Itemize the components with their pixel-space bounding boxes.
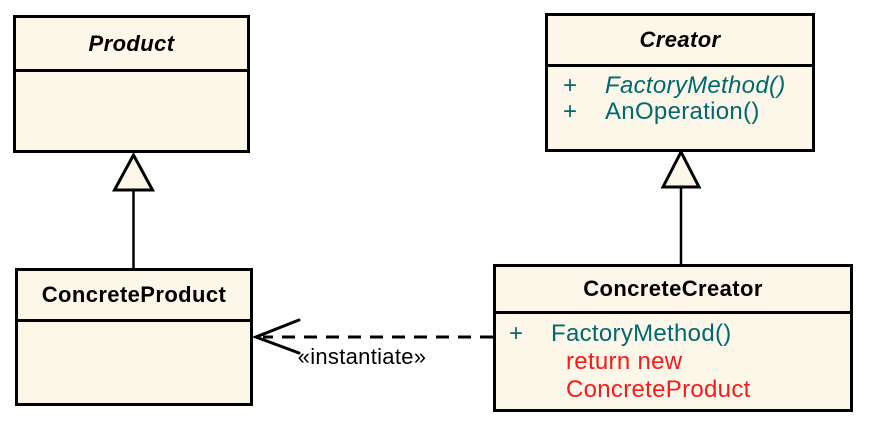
visibility-plus: + xyxy=(563,72,578,99)
class-name-creator: Creator xyxy=(548,16,812,67)
instantiate-dashed-arrow xyxy=(251,318,493,355)
visibility-plus: + xyxy=(509,320,524,347)
method-label: FactoryMethod() xyxy=(551,320,732,347)
method-note-line: ConcreteProduct xyxy=(566,376,751,403)
method-label: AnOperation() xyxy=(605,98,760,125)
class-name-product: Product xyxy=(16,18,247,72)
visibility-plus: + xyxy=(563,98,578,125)
class-box-concrete-product: ConcreteProduct xyxy=(15,268,253,406)
class-body-concrete-creator: + FactoryMethod() return new ConcretePro… xyxy=(496,314,850,404)
class-name-concrete-creator: ConcreteCreator xyxy=(496,267,850,314)
class-box-creator: Creator + FactoryMethod() + AnOperation(… xyxy=(545,13,815,152)
method-note-line: return new xyxy=(566,348,683,375)
generalization-arrow-creator xyxy=(660,148,702,264)
method-label: FactoryMethod() xyxy=(605,72,786,99)
class-body-creator: + FactoryMethod() + AnOperation() xyxy=(548,67,812,125)
generalization-arrow-product xyxy=(111,151,156,268)
method-factorymethod: + FactoryMethod() xyxy=(509,320,850,348)
instantiate-label: «instantiate» xyxy=(297,344,427,369)
method-factorymethod-abstract: + FactoryMethod() xyxy=(563,73,812,99)
class-name-concrete-product: ConcreteProduct xyxy=(18,271,250,322)
class-box-concrete-creator: ConcreteCreator + FactoryMethod() return… xyxy=(493,264,853,412)
class-box-product: Product xyxy=(13,15,250,153)
method-anoperation: + AnOperation() xyxy=(563,99,812,125)
